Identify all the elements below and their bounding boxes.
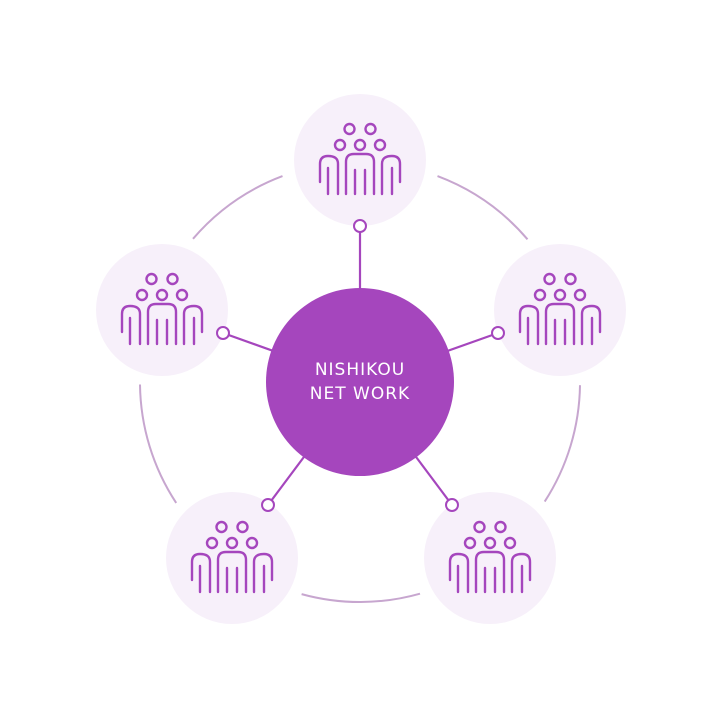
- network-hub: [266, 288, 454, 476]
- connector-dot: [445, 498, 459, 512]
- network-node-right: [494, 244, 626, 376]
- node-circle: [294, 94, 426, 226]
- ring-arc: [192, 175, 283, 240]
- ring-arc: [139, 384, 178, 504]
- node-circle: [96, 244, 228, 376]
- network-node-top: [294, 94, 426, 226]
- node-circle: [166, 492, 298, 624]
- network-node-bottom-left: [166, 492, 298, 624]
- network-node-bottom-right: [424, 492, 556, 624]
- node-circle: [424, 492, 556, 624]
- ring-arc: [543, 385, 581, 503]
- node-circle: [494, 244, 626, 376]
- ring-arc: [301, 592, 421, 604]
- ring-arc: [437, 175, 529, 240]
- connector-dot: [216, 326, 230, 340]
- connector-dot: [261, 498, 275, 512]
- connector-dot: [491, 326, 505, 340]
- outer-ring: [139, 175, 581, 604]
- connector-dot: [353, 219, 367, 233]
- network-node-left: [96, 244, 228, 376]
